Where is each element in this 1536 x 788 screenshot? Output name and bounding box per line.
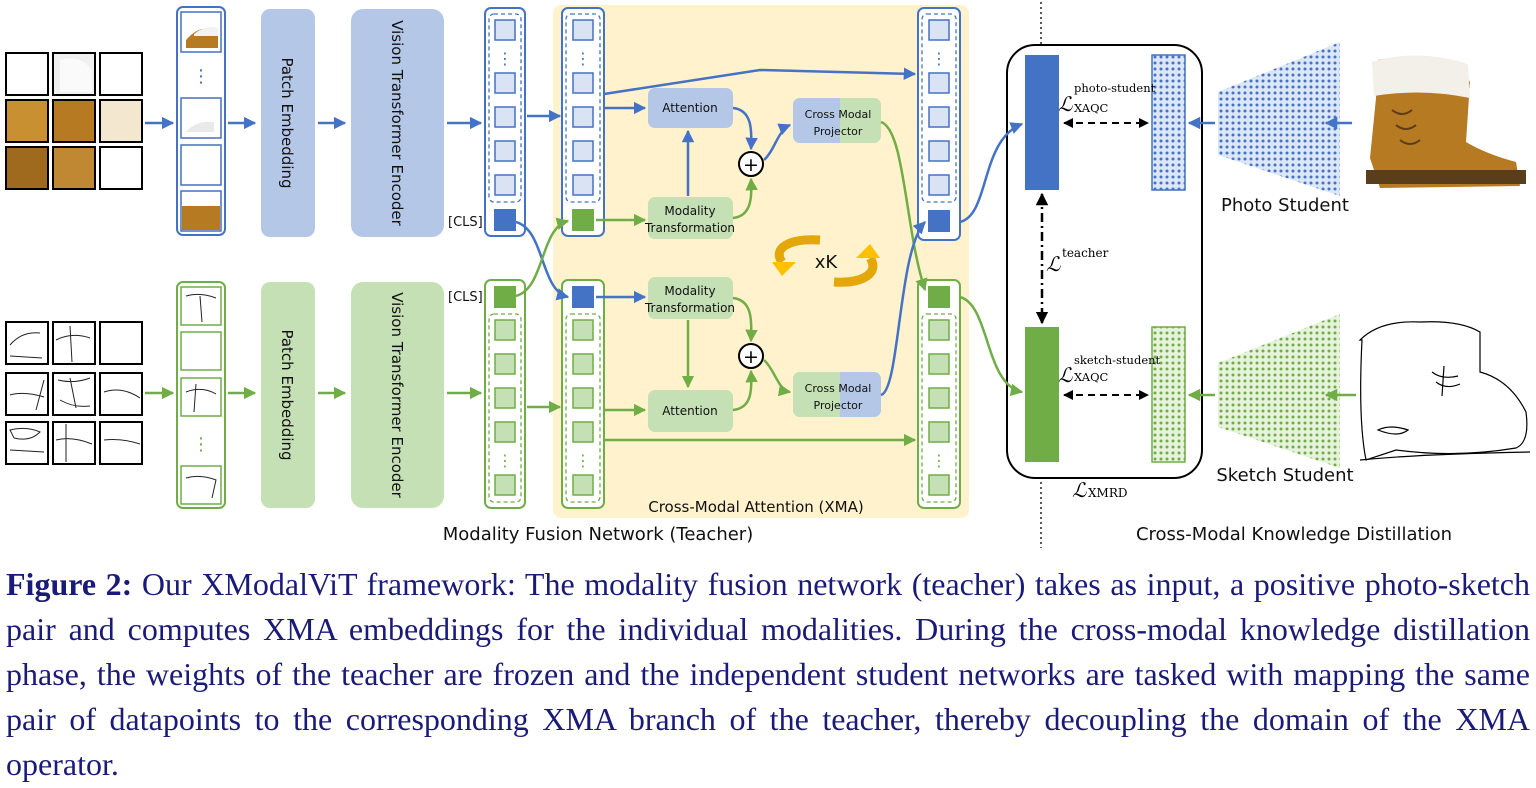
photo-vit-encoder — [351, 9, 444, 237]
photo-student-encoder — [1218, 42, 1340, 196]
loss-photo-sup: photo-student — [1074, 81, 1156, 95]
xma-sketch-tokens: ⋮ — [561, 279, 605, 509]
output-sketch-tokens: ⋮ — [917, 279, 961, 509]
sketch-patch-embedding — [261, 282, 315, 508]
figure-caption: Figure 2: Our XModalViT framework: The m… — [6, 562, 1530, 787]
sketch-mt-label-2: Transformation — [644, 301, 735, 315]
loss-photo-L: ℒ — [1058, 92, 1073, 116]
photo-vit-encoder-label: Vision Transformer Encoder — [388, 20, 406, 226]
sketch-cmp-label-1: Cross Modal — [805, 382, 872, 395]
xma-sketch-dots: ⋮ — [575, 451, 591, 470]
caption-label: Figure 2: — [6, 566, 133, 602]
sketch-boot-image — [1358, 321, 1531, 461]
photo-token-dots: ⋮ — [497, 49, 513, 68]
sketch-seq-dots: ⋮ — [192, 434, 210, 455]
photo-encoder-tokens: ⋮ — [484, 7, 526, 237]
sketch-patch-sequence: ⋮ — [176, 281, 226, 509]
sketch-cmp-label-2: Projector — [814, 399, 863, 412]
sketch-modality-transformation — [648, 277, 733, 319]
xma-photo-tokens: ⋮ — [561, 7, 605, 237]
sketch-add-symbol: + — [743, 346, 759, 368]
kd-title: Cross-Modal Knowledge Distillation — [1136, 524, 1452, 545]
repeat-loop-icon — [772, 235, 880, 287]
sketch-student-encoder — [1218, 314, 1340, 468]
xmodalvit-diagram: ⋮ ⋮ Patch Embedding Patch Embedding Visi… — [5, 2, 1531, 548]
photo-patch-sequence: ⋮ — [176, 6, 226, 236]
loss-teacher-L: ℒ — [1046, 252, 1061, 276]
sketch-vit-encoder-label: Vision Transformer Encoder — [388, 292, 406, 498]
photo-boot-image — [1366, 55, 1526, 188]
photo-patch-embedding-label: Patch Embedding — [278, 57, 296, 188]
photo-mt-label-1: Modality — [664, 204, 715, 218]
output-photo-dots: ⋮ — [931, 49, 947, 68]
loss-sketch-sup: sketch-student — [1074, 353, 1161, 367]
photo-add-node — [738, 151, 764, 177]
photo-attention-block — [648, 88, 733, 128]
photo-cmp-label-1: Cross Modal — [805, 108, 872, 121]
photo-seq-dots: ⋮ — [192, 66, 210, 87]
output-photo-tokens: ⋮ — [917, 7, 961, 241]
loss-photo-sub: XAQC — [1074, 101, 1109, 115]
sketch-add-node — [738, 343, 764, 369]
photo-patch-embedding — [261, 9, 315, 237]
photo-attention-label: Attention — [662, 101, 717, 115]
sketch-token-dots: ⋮ — [497, 451, 513, 470]
repeat-label: xK — [815, 252, 839, 273]
photo-cross-modal-projector — [793, 98, 881, 143]
sketch-vit-encoder — [351, 282, 444, 508]
loss-teacher-sup: teacher — [1062, 246, 1109, 260]
photo-patch-grid — [5, 52, 143, 190]
sketch-patch-embedding-label: Patch Embedding — [278, 329, 296, 460]
sketch-attention-block — [648, 390, 733, 432]
teacher-sketch-embedding — [1025, 327, 1059, 462]
photo-cmp-label-2: Projector — [814, 125, 863, 138]
sketch-encoder-tokens: ⋮ — [484, 279, 526, 509]
sketch-patch-grid — [5, 321, 143, 465]
sketch-student-label: Sketch Student — [1216, 465, 1353, 486]
loss-sketch-L: ℒ — [1058, 363, 1073, 387]
photo-modality-transformation — [648, 197, 733, 239]
sketch-mt-label-1: Modality — [664, 284, 715, 298]
photo-student-label: Photo Student — [1221, 195, 1349, 216]
output-sketch-dots: ⋮ — [931, 451, 947, 470]
sketch-student-embedding — [1151, 326, 1186, 463]
sketch-cross-modal-projector — [793, 372, 881, 417]
teacher-title: Modality Fusion Network (Teacher) — [443, 524, 753, 545]
photo-student-embedding — [1151, 54, 1186, 191]
loss-xmrd-sub: XMRD — [1088, 486, 1128, 500]
teacher-photo-embedding — [1025, 55, 1059, 190]
photo-cls-label: [CLS] — [448, 215, 483, 230]
photo-add-symbol: + — [743, 154, 759, 176]
sketch-attention-label: Attention — [662, 404, 717, 418]
photo-mt-label-2: Transformation — [644, 221, 735, 235]
sketch-cls-label: [CLS] — [448, 290, 483, 305]
caption-text: Our XModalViT framework: The modality fu… — [6, 566, 1531, 782]
xma-photo-dots: ⋮ — [575, 49, 591, 68]
xma-label: Cross-Modal Attention (XMA) — [648, 498, 863, 516]
loss-xmrd-L: ℒ — [1072, 478, 1087, 502]
loss-sketch-sub: XAQC — [1074, 370, 1109, 384]
